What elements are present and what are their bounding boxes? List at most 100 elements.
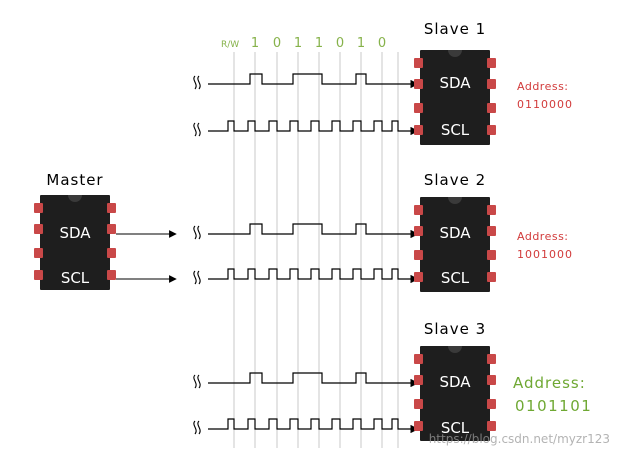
chip-notch — [448, 346, 462, 353]
bit-label: 1 — [315, 36, 323, 51]
chip-pin — [487, 103, 496, 113]
tilde-break-icon — [193, 225, 201, 240]
scl-waveform — [208, 120, 419, 136]
chip-pin — [487, 354, 496, 364]
slave2-address: Address: 1001000 — [517, 230, 573, 261]
address-value: 1001000 — [517, 248, 573, 261]
chip-notch — [448, 197, 462, 204]
sda-waveform — [208, 372, 419, 388]
sda-pin-label: SDA — [439, 373, 471, 391]
chips — [34, 50, 496, 441]
chip-pin — [107, 224, 116, 234]
chip-pin — [414, 205, 423, 215]
break-stroke — [193, 122, 197, 137]
chip-pin — [487, 58, 496, 68]
slave1-chip-labels: SDA SCL — [439, 74, 471, 139]
chip-pin — [414, 79, 423, 89]
chip-pin — [487, 205, 496, 215]
master-chip — [34, 195, 116, 290]
sda-pin-label: SDA — [59, 224, 91, 242]
tilde-break-icon — [193, 75, 201, 90]
chip-pin — [107, 203, 116, 213]
chip-pin — [487, 250, 496, 260]
chip-pin — [414, 272, 423, 282]
chip-body — [40, 195, 110, 290]
address-label: Address: — [517, 80, 569, 93]
bit-label: 1 — [357, 36, 365, 51]
chip-pin — [414, 125, 423, 135]
scl-pin-label: SCL — [441, 269, 470, 287]
chip-pin — [414, 226, 423, 236]
chip-pin — [414, 58, 423, 68]
chip-pin — [487, 375, 496, 385]
waveforms — [116, 73, 419, 435]
bit-label: 1 — [251, 36, 259, 51]
chip-pin — [414, 375, 423, 385]
break-stroke — [193, 420, 197, 435]
chip-pin — [487, 125, 496, 135]
chip-pin — [34, 248, 43, 258]
chip-pin — [487, 399, 496, 409]
scl-pin-label: SCL — [441, 121, 470, 139]
slave2-title: Slave 2 — [424, 171, 486, 189]
slave2-chip-labels: SDA SCL — [439, 224, 471, 287]
break-stroke — [193, 225, 197, 240]
chip-pin — [34, 203, 43, 213]
address-label: Address: — [513, 374, 586, 392]
tilde-break-icon — [193, 270, 201, 285]
slave3-chip-labels: SDA SCL — [439, 373, 471, 437]
tilde-break-icon — [193, 122, 201, 137]
break-stroke — [193, 75, 197, 90]
break-stroke — [197, 270, 201, 285]
bit-header: R/W 1 0 1 1 0 1 0 — [221, 36, 386, 51]
chip-body — [420, 346, 490, 441]
sda-waveform — [208, 73, 419, 89]
break-stroke — [197, 225, 201, 240]
scl-pin-label: SCL — [441, 419, 470, 437]
break-stroke — [193, 270, 197, 285]
sda-waveform — [208, 223, 419, 239]
chip-body — [420, 197, 490, 292]
chip-notch — [68, 195, 82, 202]
chip-pin — [414, 399, 423, 409]
chip-pin — [414, 250, 423, 260]
break-stroke — [197, 374, 201, 389]
chip-pin — [34, 270, 43, 280]
tilde-break-icon — [193, 374, 201, 389]
slave1-address: Address: 0110000 — [517, 80, 573, 111]
break-stroke — [197, 420, 201, 435]
slave3-title: Slave 3 — [424, 320, 486, 338]
address-label: Address: — [517, 230, 569, 243]
slave1-title: Slave 1 — [424, 20, 486, 38]
slave3-chip — [414, 346, 496, 441]
scl-pin-label: SCL — [61, 269, 90, 287]
chip-notch — [448, 50, 462, 57]
bit-label: 1 — [294, 36, 302, 51]
chip-pin — [107, 270, 116, 280]
chip-pin — [414, 421, 423, 431]
address-value: 0110000 — [517, 98, 573, 111]
bit-label: 0 — [378, 36, 386, 51]
bit-label: 0 — [273, 36, 281, 51]
slave3-address: Address: 0101101 — [513, 374, 592, 415]
chip-pin — [107, 248, 116, 258]
address-value: 0101101 — [515, 397, 592, 415]
break-stroke — [197, 75, 201, 90]
break-stroke — [197, 122, 201, 137]
chip-pin — [414, 354, 423, 364]
scl-waveform — [208, 268, 419, 284]
scl-waveform — [208, 418, 419, 434]
master-title: Master — [46, 171, 103, 189]
sda-pin-label: SDA — [439, 224, 471, 242]
timing-gridlines — [233, 52, 399, 448]
chip-pin — [487, 79, 496, 89]
rw-label: R/W — [221, 40, 239, 50]
chip-pin — [487, 226, 496, 236]
chip-pin — [487, 272, 496, 282]
master-chip-labels: SDA SCL — [59, 224, 91, 287]
chip-pin — [487, 421, 496, 431]
slave1-chip — [414, 50, 496, 145]
chip-pin — [34, 224, 43, 234]
break-stroke — [193, 374, 197, 389]
